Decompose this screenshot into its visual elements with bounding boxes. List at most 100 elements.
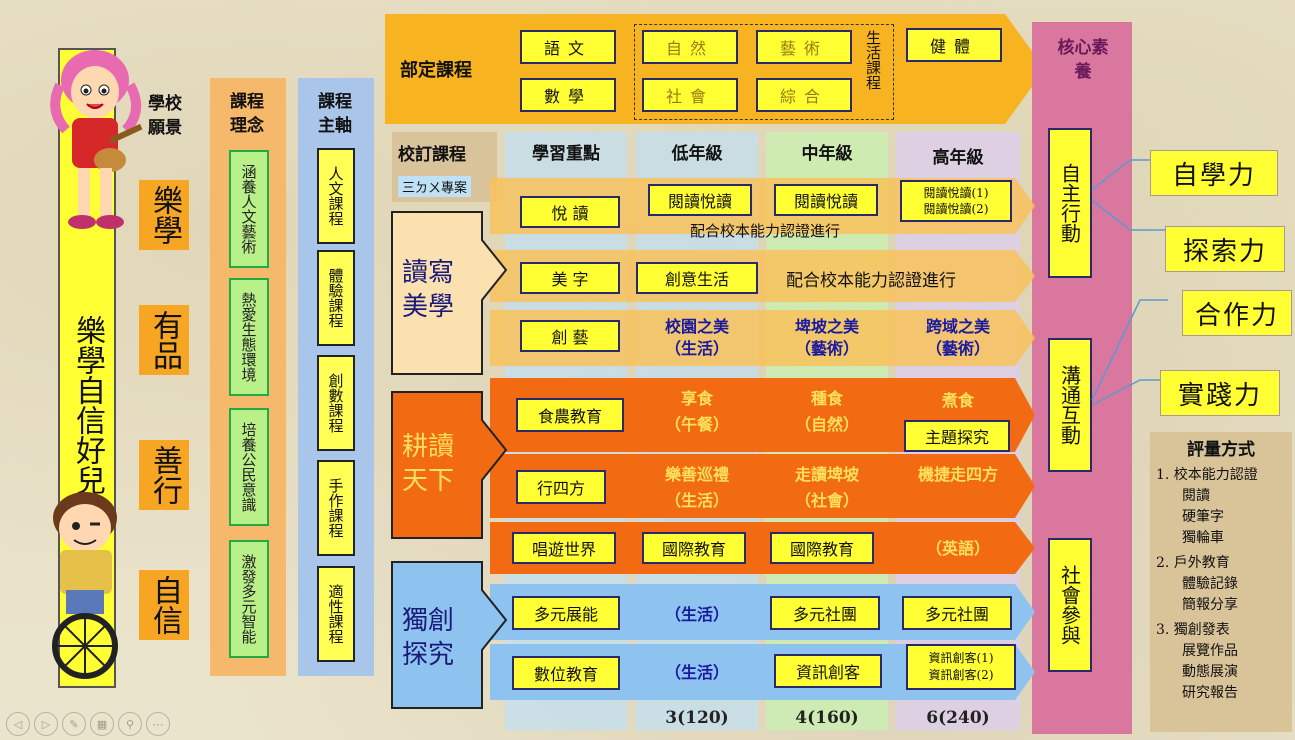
assessment-line-11: 研究報告: [1182, 685, 1238, 701]
subject-health-pe: 健體: [906, 28, 1002, 62]
subject-integrated: 綜合: [756, 78, 852, 112]
r4-high: 煮食: [941, 391, 974, 410]
r3-low-2: （生活）: [664, 339, 729, 358]
axis-item-4: 手作課程: [317, 460, 355, 556]
r8-low: （生活）: [664, 663, 729, 682]
r4-low-1: 享食: [680, 389, 713, 408]
assessment-title: 評量方式: [1187, 440, 1255, 460]
r1-mid: 閱讀悅讀: [774, 184, 878, 216]
core-item-autonomy: 自主行動: [1048, 128, 1092, 278]
more-options-icon[interactable]: ⋯: [146, 712, 170, 736]
r3-high-2: （藝術）: [925, 339, 990, 358]
r5-low: 樂善巡禮（生活）: [636, 464, 758, 512]
r7-low: （生活）: [664, 605, 729, 624]
prev-slide-icon[interactable]: ◁: [6, 712, 30, 736]
col-mid-header: 中年級: [801, 144, 853, 164]
philosophy-item-1: 涵養人文藝術: [229, 150, 269, 268]
r1-low: 閱讀悅讀: [648, 184, 752, 216]
r3-focus: 創 藝: [520, 320, 620, 352]
domain-inquiry-shape: [391, 561, 508, 709]
vision-item-2: 有品: [139, 305, 189, 375]
col-low-header: 低年級: [671, 144, 723, 164]
assessment-line-1: 1. 校本能力認證: [1156, 467, 1258, 483]
r4-low: 享食 （午餐）: [636, 388, 758, 436]
hours-mid: 4(160): [795, 708, 859, 728]
r1-focus: 悅 讀: [520, 196, 620, 228]
r4-mid-1: 種食: [810, 389, 843, 408]
r2-note: 配合校本能力認證進行: [786, 271, 956, 291]
philosophy-item-4: 激發多元智能: [229, 540, 269, 658]
r1-note: 配合校本能力認證進行: [690, 222, 841, 240]
ability-exploration: 探索力: [1165, 226, 1285, 272]
hours-high: 6(240): [926, 708, 990, 728]
axis-item-3: 創數課程: [317, 355, 355, 451]
r7-focus: 多元展能: [512, 596, 620, 630]
r5-focus: 行四方: [516, 470, 606, 504]
r7-mid: 多元社團: [770, 596, 880, 630]
assessment-line-8: 3. 獨創發表: [1156, 622, 1230, 638]
r1-high-1: 閱讀悅讀(1): [923, 186, 989, 200]
life-curriculum-label: 生活課程: [864, 30, 882, 90]
assessment-box: 評量方式 1. 校本能力認證 閱讀 硬筆字 獨輪車 2. 戶外教育 體驗記錄 簡…: [1150, 432, 1292, 732]
r4-low-2: （午餐）: [664, 415, 729, 434]
subject-chinese: 語文: [520, 30, 616, 64]
r6-focus: 唱遊世界: [512, 532, 616, 564]
col-high-header: 高年級: [932, 148, 984, 168]
assessment-line-5: 2. 戶外教育: [1156, 555, 1230, 571]
ability-cooperation: 合作力: [1182, 290, 1292, 336]
core-item-participation: 社會參與: [1048, 538, 1092, 672]
boy-unicycle-illustration: [52, 492, 118, 679]
axis-header: 課程主軸: [318, 92, 352, 136]
r3-mid: 埤坡之美（藝術）: [766, 316, 888, 360]
girl-character-illustration: [50, 50, 143, 229]
assessment-line-9: 展覽作品: [1182, 643, 1238, 659]
assessment-line-3: 硬筆字: [1182, 509, 1224, 525]
domain-inquiry-label: 獨創探究: [402, 606, 455, 670]
subject-art: 藝術: [756, 30, 852, 64]
subject-math: 數學: [520, 78, 616, 112]
domain-farming-label: 耕讀天下: [402, 432, 455, 496]
assessment-line-2: 閱讀: [1182, 488, 1210, 504]
r4-mid-2: （自然）: [794, 415, 859, 434]
r1-high: 閱讀悅讀(1) 閱讀悅讀(2): [900, 180, 1012, 222]
required-curriculum-label: 部定課程: [400, 60, 472, 81]
slides-grid-icon[interactable]: ▦: [90, 712, 114, 736]
col-focus-header: 學習重點: [532, 144, 600, 164]
hours-low: 3(120): [665, 708, 729, 728]
r8-high-2: 資訊創客(2): [928, 668, 994, 682]
domain-farming-shape: [391, 391, 508, 539]
vision-item-4: 自信: [139, 570, 189, 640]
domain-reading-label: 讀寫美學: [402, 258, 455, 322]
assessment-line-6: 體驗記錄: [1182, 576, 1238, 592]
slide-toolbar: ◁ ▷ ✎ ▦ ⚲ ⋯: [6, 712, 170, 736]
r3-high: 跨域之美 （藝術）: [896, 316, 1020, 360]
assessment-line-4: 獨輪車: [1182, 530, 1224, 546]
philosophy-item-3: 培養公民意識: [229, 408, 269, 526]
r8-high: 資訊創客(1) 資訊創客(2): [906, 644, 1016, 690]
r5-mid-1: 走讀埤坡: [794, 465, 859, 484]
r4-high-topic: 主題探究: [904, 420, 1010, 452]
school-curriculum-label: 校訂課程: [398, 145, 466, 165]
r3-low: 校園之美 （生活）: [636, 316, 758, 360]
r3-low-1: 校園之美: [664, 317, 729, 336]
r6-low: 國際教育: [642, 532, 746, 564]
philosophy-header: 課程理念: [230, 92, 264, 136]
r6-mid: 國際教育: [770, 532, 874, 564]
r3-high-1: 跨域之美: [925, 317, 990, 336]
r8-focus: 數位教育: [512, 656, 620, 690]
axis-item-1: 人文課程: [317, 148, 355, 244]
r2-focus: 美 字: [520, 262, 620, 294]
axis-item-5: 適性課程: [317, 566, 355, 662]
next-slide-icon[interactable]: ▷: [34, 712, 58, 736]
core-item-communication: 溝通互動: [1048, 338, 1092, 472]
r8-mid: 資訊創客: [774, 654, 882, 688]
subject-science: 自然: [642, 30, 738, 64]
domain-reading-shape: [391, 211, 508, 375]
r2-low: 創意生活: [636, 262, 758, 294]
zoom-icon[interactable]: ⚲: [118, 712, 142, 736]
assessment-line-10: 動態展演: [1182, 664, 1238, 680]
r4-mid: 種食 （自然）: [766, 388, 888, 436]
assessment-line-7: 簡報分享: [1182, 597, 1238, 613]
vision-main-text: 樂學自信好兒童: [70, 315, 105, 525]
pen-icon[interactable]: ✎: [62, 712, 86, 736]
